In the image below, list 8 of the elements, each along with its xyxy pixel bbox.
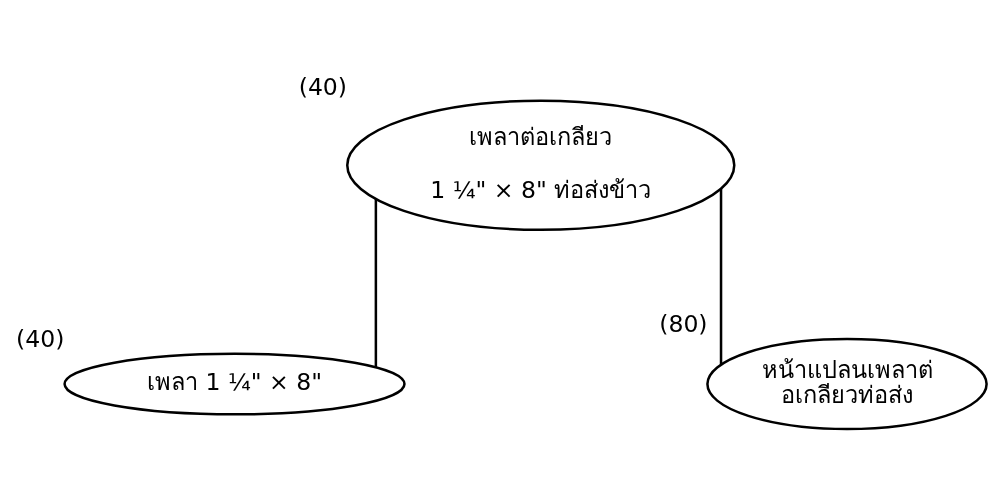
connector [719, 188, 723, 365]
node-label: (40) [16, 324, 65, 353]
connector [374, 198, 378, 367]
node-ellipse: เพลา 1 ¼" × 8" [63, 352, 406, 416]
node-ellipse: หน้าแปลนเพลาต่อเกลียวท่อส่ง [706, 337, 988, 430]
node-ellipse: เพลาต่อเกลียว 1 ¼" × 8" ท่อส่งข้าว [346, 98, 736, 231]
node-label: (80) [659, 309, 708, 338]
node-label: (40) [298, 72, 348, 101]
